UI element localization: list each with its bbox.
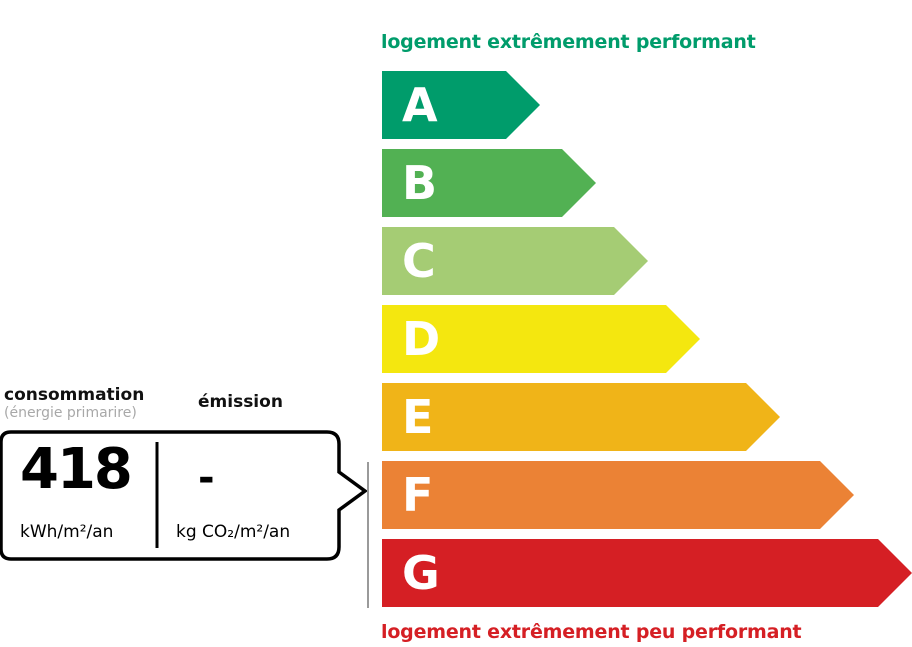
top-label-performant: logement extrêmement performant [381,31,756,53]
consumption-sublabel: (énergie primarire) [4,405,137,421]
energy-class-bar-g [382,539,912,607]
energy-class-letter-a: A [402,78,438,132]
value-callout-box [0,430,368,561]
consumption-unit: kWh/m²/an [20,522,114,542]
consumption-value: 418 [20,437,133,502]
energy-class-letter-c: C [402,234,436,288]
emission-value: - [198,455,215,501]
energy-class-bar-b [382,149,596,217]
bottom-label-peu-performant: logement extrêmement peu performant [381,621,802,643]
energy-class-bar-d [382,305,700,373]
energy-class-bar-a [382,71,540,139]
emission-label: émission [198,392,283,412]
energy-class-letter-e: E [402,390,433,444]
emission-unit: kg CO₂/m²/an [176,522,291,542]
energy-class-bar-f [382,461,854,529]
energy-class-letter-d: D [402,312,440,366]
energy-class-letter-f: F [402,468,433,522]
energy-class-bar-c [382,227,648,295]
energy-class-letter-b: B [402,156,437,210]
energy-class-bar-e [382,383,780,451]
energy-class-letter-g: G [402,546,440,600]
consumption-label: consommation [4,385,145,405]
